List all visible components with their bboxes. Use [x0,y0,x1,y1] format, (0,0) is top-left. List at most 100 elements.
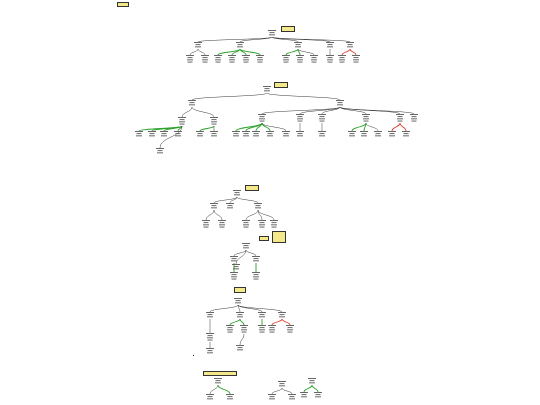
tree-edge [235,122,263,132]
tree-edge [339,106,415,115]
node-text-line [211,121,217,123]
node-text-line [271,224,277,226]
tree-root-node [234,298,242,304]
tree-edge [235,249,247,265]
node-text-line [269,398,275,400]
node-text-line [338,55,346,56]
node-text-line [233,133,239,135]
node-text-line [253,133,259,135]
node-text-line [258,114,266,115]
node-text-line [326,42,334,43]
node-text-line [240,325,248,326]
node-text-line [202,61,208,63]
node-text-line [297,116,303,118]
node-text-line [253,274,259,276]
node-text-line [411,116,417,118]
node-text-line [297,135,303,137]
node-text-line [231,258,237,260]
node-text-line [300,392,308,393]
tree-leaf-node [318,131,326,137]
node-text-line [211,205,217,207]
tree-root-node [278,381,286,387]
tree-leaf-node [352,55,360,63]
tree-edge [339,106,401,115]
node-text-line [253,278,259,280]
node-text-line [297,118,303,120]
node-text-line [349,135,355,137]
node-text-line [269,34,275,36]
tree-leaf-node [360,131,368,137]
node-text-line [289,398,295,400]
node-text-line [319,120,325,122]
node-text-line [179,123,185,125]
node-text-line [259,329,265,331]
node-text-line [188,100,196,101]
tree-edge [213,196,238,204]
node-text-line [266,131,274,132]
tree-edge [191,92,268,101]
node-text-line [175,133,181,135]
node-text-line [297,59,303,61]
node-text-line [319,116,325,118]
tree-leaf-node [232,131,240,137]
node-text-line [347,46,353,48]
node-text-line [210,117,218,118]
node-text-line [211,119,217,121]
tree-leaf-node [282,131,290,137]
node-text-line [156,148,164,149]
node-text-line [327,57,333,59]
tree-leaf-node [242,55,250,63]
node-text-line [210,203,218,204]
tree-leaf-node [236,345,244,351]
tree-leaf-node [286,325,294,333]
node-text-line [232,131,240,132]
node-text-line [327,59,333,61]
node-text-line [297,120,303,122]
node-text-line [202,59,208,61]
node-text-line [227,329,233,331]
node-text-line [282,131,290,132]
tree-leaf-node [206,333,214,341]
node-text-line [361,133,367,135]
node-text-line [256,55,264,56]
node-text-line [349,133,355,135]
tree-edge [297,48,301,56]
tree-edge [299,106,341,115]
node-text-line [230,256,238,257]
tree-edge [321,106,341,115]
node-text-line [318,131,326,132]
node-text-line [206,394,214,395]
tree-leaf-node [282,55,290,63]
node-text-line [403,133,409,135]
node-text-line [269,32,275,34]
node-text-line [234,192,240,194]
node-text-line [294,42,302,43]
node-text-line [287,327,293,329]
tree-edge [199,125,215,132]
node-text-line [229,59,235,61]
node-text-line [259,327,265,329]
tree-leaf-node [388,131,396,137]
tree-child-node [194,42,202,48]
node-text-line [241,327,247,329]
node-text-line [287,331,293,333]
tree-child-node [254,203,262,209]
node-text-line [135,131,143,132]
tree-leaf-node [326,55,334,63]
tree-child-node [210,203,218,209]
node-text-line [283,61,289,63]
node-text-line [363,118,369,120]
node-text-line [311,57,317,59]
node-text-line [202,57,208,59]
node-text-line [149,133,155,135]
tree-child-node [230,256,238,262]
tree-edge [257,209,275,221]
tree-child-node [336,100,344,106]
node-text-line [136,133,142,135]
tree-leaf-node [186,55,194,63]
node-text-line [309,382,315,384]
node-text-line [233,190,241,191]
node-text-line [319,133,325,135]
node-text-line [283,133,289,135]
node-text-line [259,331,265,333]
